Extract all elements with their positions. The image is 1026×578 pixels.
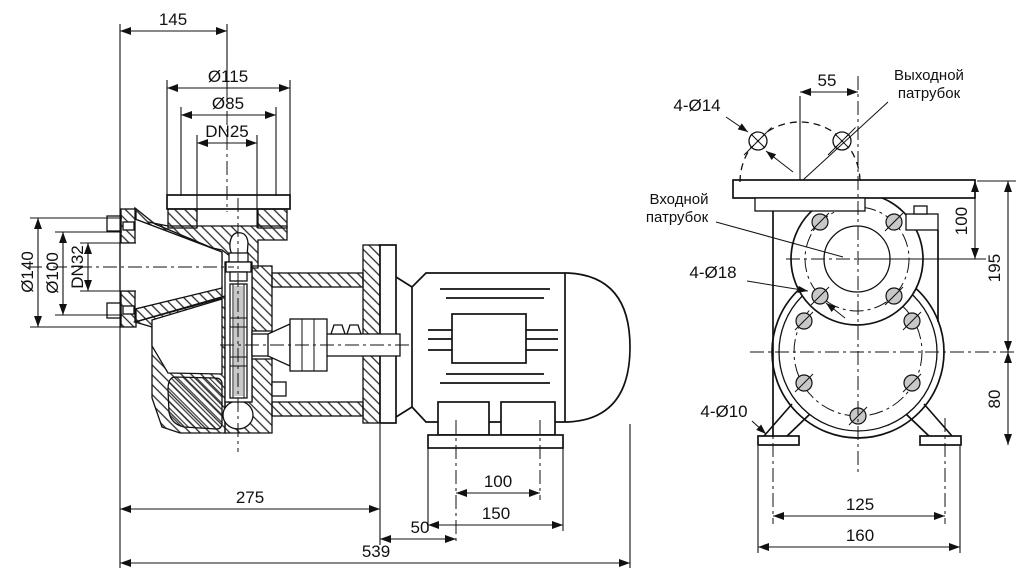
support-feet <box>757 403 962 446</box>
casing-bolts <box>794 311 922 426</box>
inlet-port-label-line1: Входной <box>650 191 709 208</box>
motor <box>395 272 631 449</box>
motor-foot-left <box>437 401 490 436</box>
dim-150-label: 150 <box>482 504 510 523</box>
side-view: 145 Ø115 Ø85 DN25 Ø140 Ø100 <box>18 10 631 568</box>
foot-left <box>757 435 800 446</box>
dim-160-label: 160 <box>846 526 874 545</box>
dim-100-motor-feet-label: 100 <box>484 472 512 491</box>
end-centerlines <box>750 76 1016 524</box>
vent-plug <box>905 205 939 231</box>
inlet-port-label-line2: патрубок <box>646 209 709 226</box>
dim-145-label: 145 <box>159 10 187 29</box>
motor-nameplate <box>451 313 527 364</box>
motor-foot-right <box>500 401 556 436</box>
outlet-port-label-line2: патрубок <box>898 85 961 102</box>
discharge-flange <box>166 194 291 229</box>
volute-bottom-wall <box>167 376 223 430</box>
outlet-flange-step <box>754 197 866 212</box>
side-centerlines <box>28 86 410 452</box>
volute-cavity <box>151 298 223 375</box>
side-inlet-dimensions: Ø140 Ø100 DN32 <box>18 217 136 328</box>
dim-275-label: 275 <box>236 488 264 507</box>
dim-dn32-label: DN32 <box>68 245 87 288</box>
dim-50-label: 50 <box>411 518 430 537</box>
dim-539-label: 539 <box>362 542 390 561</box>
end-annotations: Выходной патрубок Входной патрубок 4-Ø14… <box>646 67 964 435</box>
dim-195-label: 195 <box>985 254 1004 282</box>
motor-base-rail <box>427 434 564 449</box>
dim-o100-flange-label: Ø100 <box>43 252 62 294</box>
outlet-flange-plate <box>732 179 976 199</box>
outlet-flange-arc <box>739 121 861 183</box>
side-top-dimensions: 145 Ø115 Ø85 DN25 <box>119 10 291 568</box>
dim-55-label: 55 <box>818 71 837 90</box>
holes-4d14-label: 4-Ø14 <box>673 96 720 115</box>
dim-125-label: 125 <box>846 495 874 514</box>
dim-o115-label: Ø115 <box>208 67 248 86</box>
foot-right <box>919 435 962 446</box>
end-view: 55 100 195 80 125 160 Выходной патрубок … <box>646 67 1016 553</box>
outlet-flange-bolts <box>743 126 857 156</box>
bracket-top-band <box>271 272 364 288</box>
dim-100-label: 100 <box>952 207 971 235</box>
holes-4d10-label: 4-Ø10 <box>700 402 747 421</box>
dim-o140-label: Ø140 <box>18 251 37 293</box>
dim-dn25-label: DN25 <box>205 122 248 141</box>
inlet-flange-bolts <box>810 212 904 306</box>
pump-casing-section <box>119 206 397 434</box>
side-bottom-dimensions: 100 275 150 50 539 <box>120 420 631 568</box>
end-dimensions: 55 100 195 80 125 160 <box>757 71 1016 553</box>
dim-80-label: 80 <box>985 390 1004 409</box>
holes-4d18-label: 4-Ø18 <box>689 263 736 282</box>
outlet-port-label-line1: Выходной <box>894 67 964 84</box>
dim-o85-label: Ø85 <box>212 94 244 113</box>
bracket-bottom-band <box>271 401 364 417</box>
